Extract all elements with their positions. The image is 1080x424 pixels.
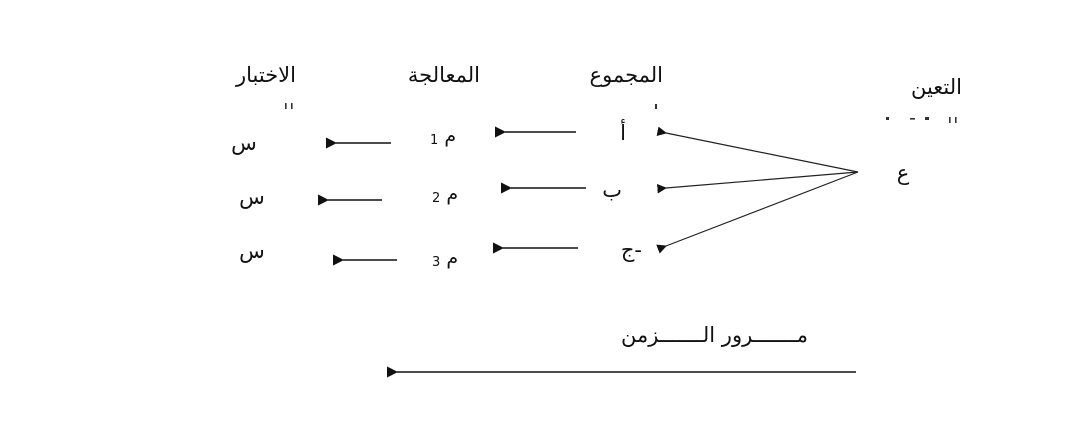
- design-row: ب م 2 س: [239, 178, 622, 209]
- header-treatment: المعالجة: [408, 63, 480, 87]
- design-row: أ م 1 س: [231, 119, 626, 155]
- group-label: ج-: [621, 238, 642, 263]
- treatment-letter: م: [444, 125, 456, 147]
- header-test: الاختبار: [235, 63, 296, 87]
- treatment-letter: م: [446, 183, 458, 205]
- test-label: س: [231, 131, 257, 155]
- test-label: س: [239, 185, 265, 209]
- assignment-line-b: [656, 171, 859, 194]
- time-label: مـــــــرور الـــــــزمن: [621, 323, 808, 347]
- header-assignment: التعين: [911, 75, 962, 99]
- treatment-subscript: 1: [430, 133, 438, 148]
- stray-marks: [285, 103, 957, 123]
- header-group: المجموع: [590, 63, 663, 87]
- treatment-subscript: 2: [432, 191, 440, 206]
- treatment-letter: م: [446, 247, 458, 269]
- assignment-lines: [656, 126, 859, 254]
- assignment-symbol: ع: [897, 161, 910, 185]
- treatment-label: م 1: [430, 125, 456, 148]
- design-row: ج- م 3 س: [239, 238, 642, 270]
- treatment-subscript: 3: [432, 255, 440, 270]
- group-label: أ: [620, 119, 626, 145]
- treatment-label: م 3: [432, 247, 458, 270]
- assignment-line-c: [656, 171, 859, 254]
- treatment-label: م 2: [432, 183, 458, 206]
- group-label: ب: [602, 178, 622, 202]
- test-label: س: [239, 239, 265, 263]
- assignment-line-a: [656, 126, 859, 173]
